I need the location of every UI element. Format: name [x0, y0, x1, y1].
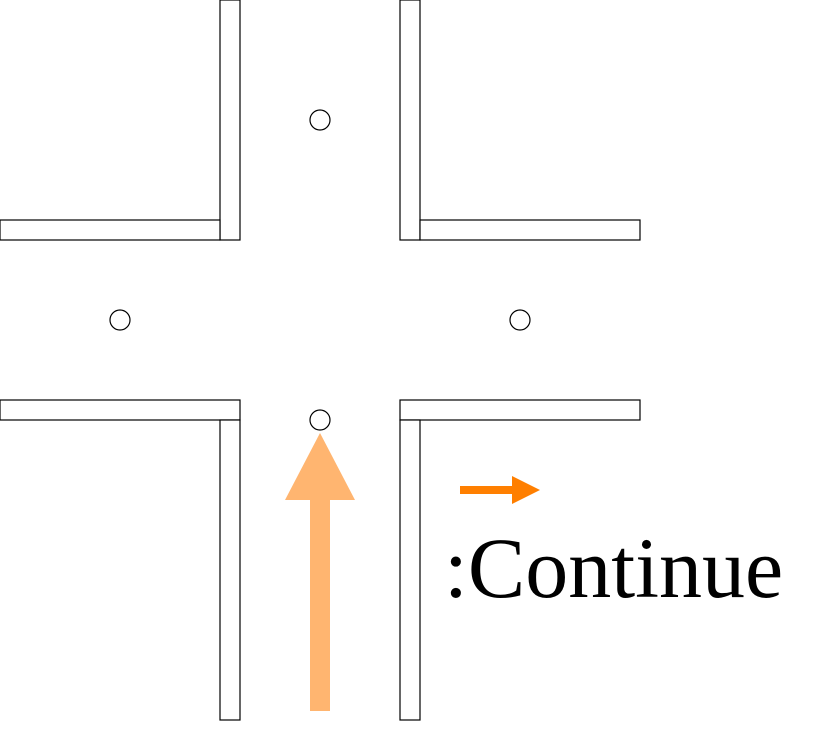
node-left: [109, 309, 131, 331]
wall-bottom-right-horizontal: [399, 399, 641, 421]
wall-top-left-horizontal: [0, 219, 221, 241]
wall-bottom-left-vertical: [219, 419, 241, 721]
wall-top-right-vertical: [399, 0, 421, 241]
node-top: [309, 109, 331, 131]
wall-top-right-horizontal: [419, 219, 641, 241]
wall-top-left-vertical: [219, 0, 241, 241]
legend-continue-arrow-icon: [460, 476, 540, 504]
node-right: [509, 309, 531, 331]
wall-bottom-right-vertical: [399, 419, 421, 721]
legend-label: :Continue: [444, 520, 783, 616]
node-bottom: [309, 409, 331, 431]
continue-path-arrow: [285, 433, 355, 711]
wall-bottom-left-horizontal: [0, 399, 241, 421]
